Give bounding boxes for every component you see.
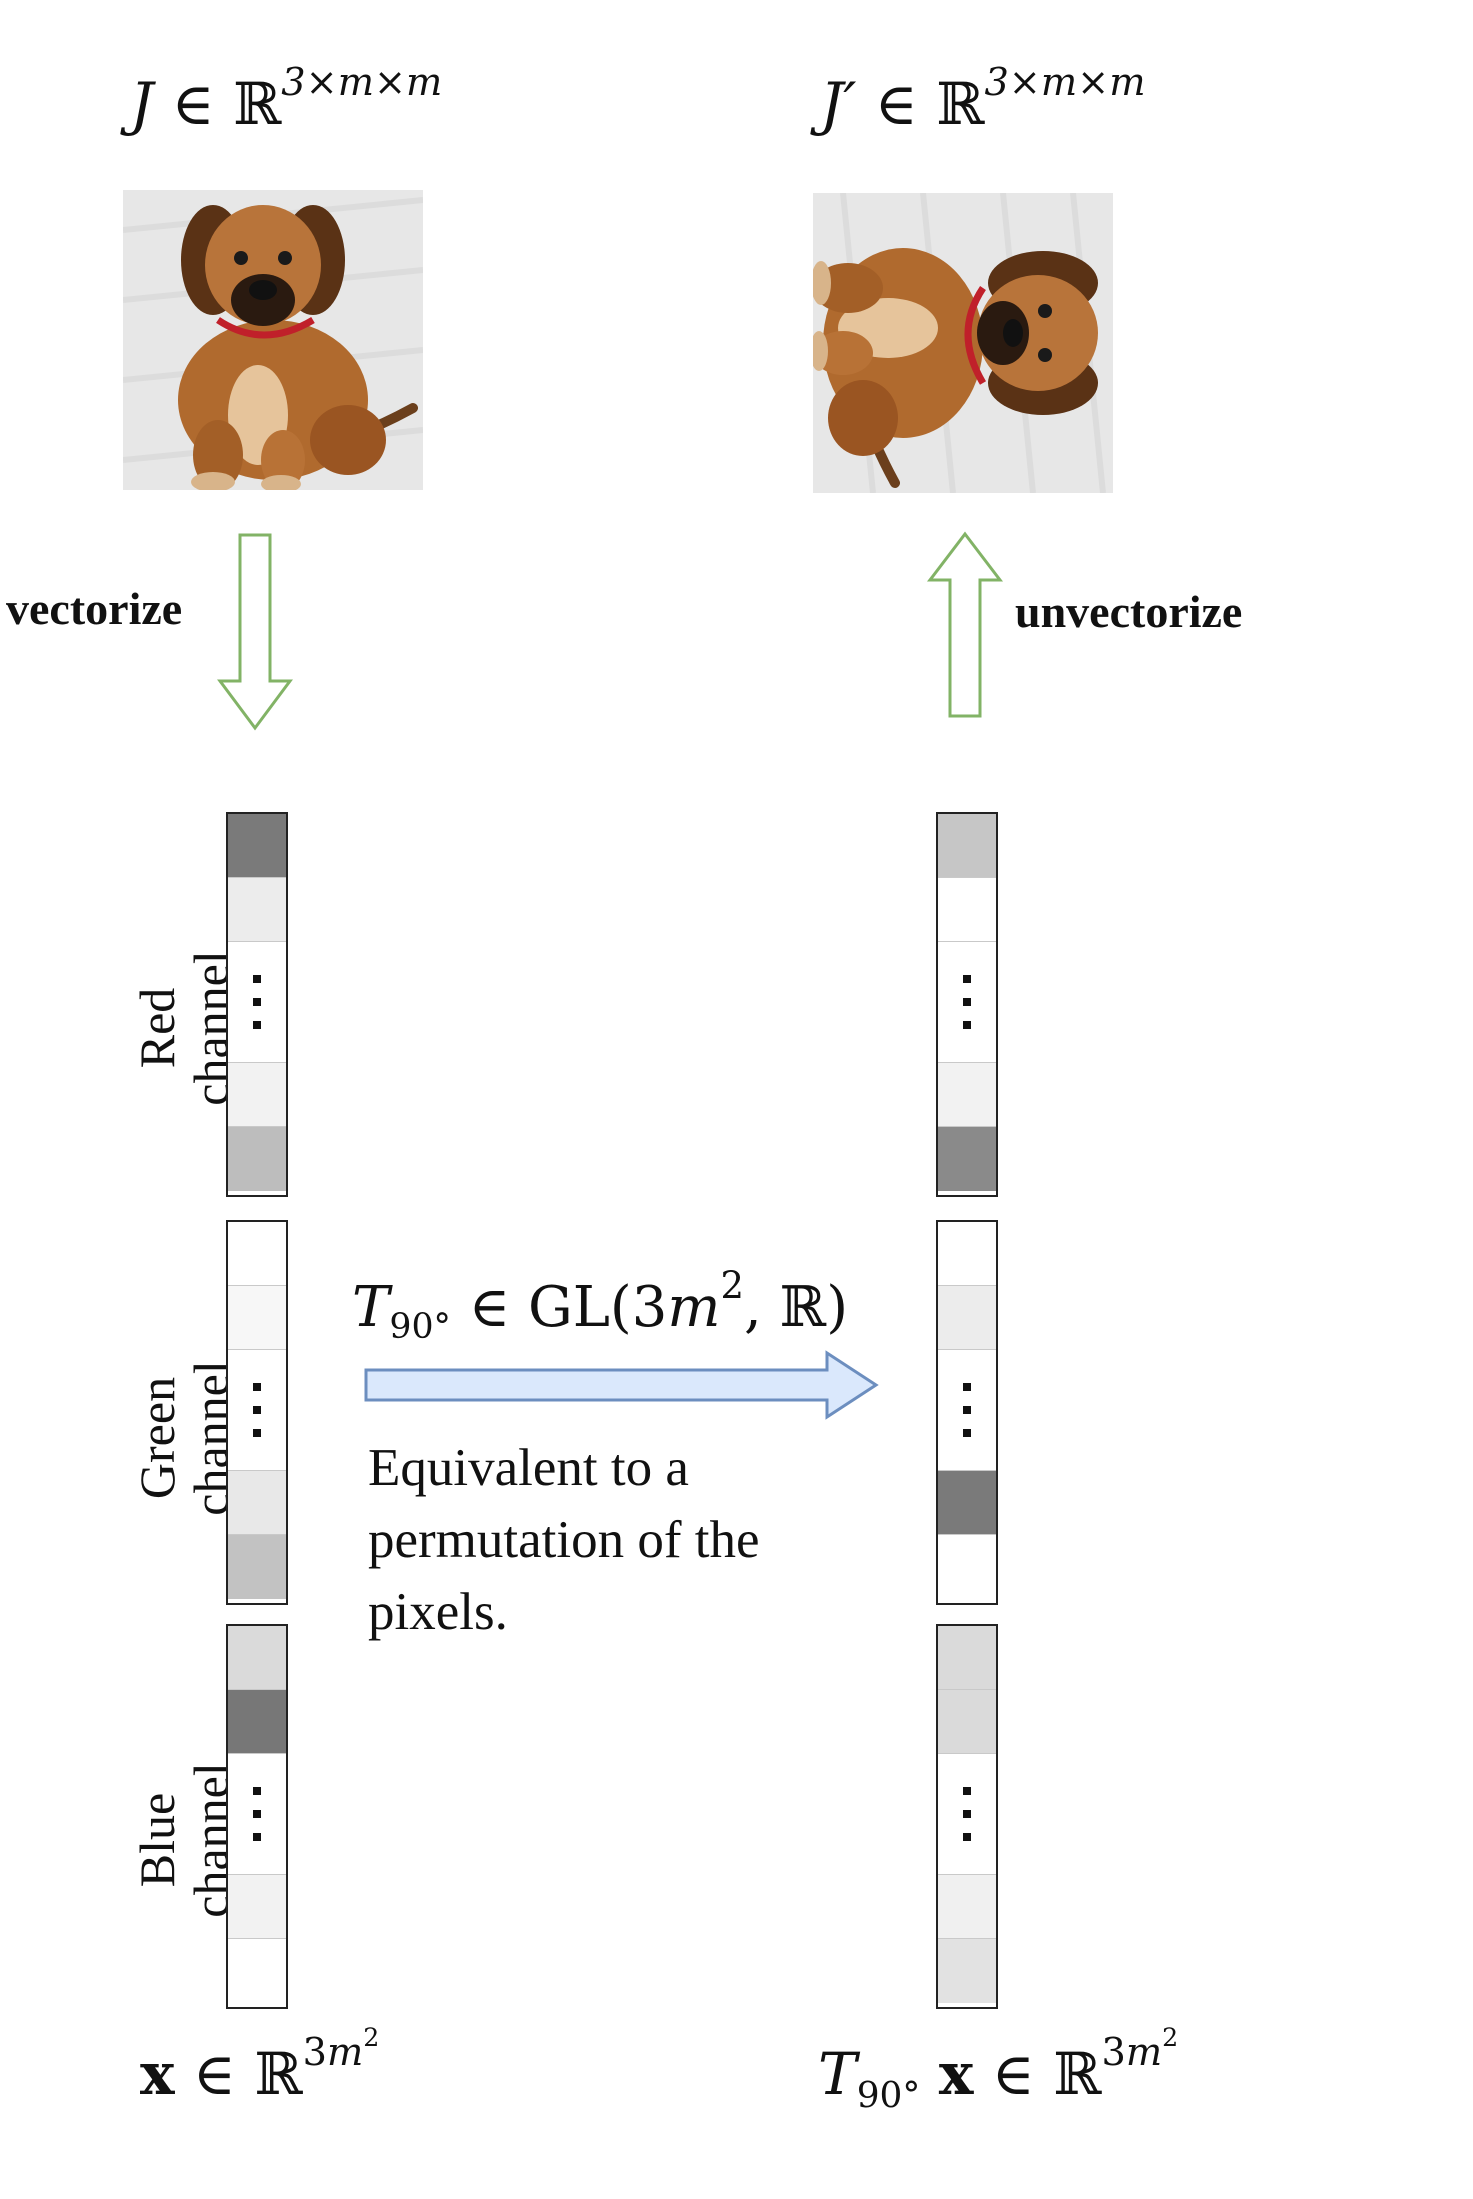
input-image-formula: J ∈ ℝ3×m×m [130,60,442,138]
vector-cell [228,1471,286,1535]
vector-cell [228,1690,286,1754]
green-channel-label-line-1: Green [129,1376,185,1500]
output-image-dims: 3×m×m [984,60,1146,106]
vertical-ellipsis-icon [938,942,996,1062]
vector-cell [938,814,996,878]
description-line-2: permutation of the [368,1511,760,1569]
vertical-ellipsis-icon [228,1754,286,1874]
vector-ellipsis-cell [938,1350,996,1471]
left-red-channel-vector [226,812,288,1197]
element-of-symbol: ∈ [991,2040,1035,2108]
vectorize-arrow-icon [217,533,293,731]
real-field-symbol: ℝ [1053,2040,1102,2108]
general-linear-group: GL [527,1275,610,1340]
vector-dim-exponent: 3m2 [302,2023,380,2076]
vector-x-symbol: x [938,2040,974,2108]
exp-power: 2 [363,2023,380,2053]
transform-subscript: 90° [856,2074,921,2116]
transform-symbol: T [818,2040,857,2108]
exp-variable: m [326,2030,364,2076]
vector-x-formula: x ∈ ℝ3m2 [140,2023,379,2108]
output-image-symbol: J′ [820,70,857,138]
vector-ellipsis-cell [228,942,286,1063]
output-image-formula: J′ ∈ ℝ3×m×m [820,60,1145,138]
left-green-channel-vector [226,1220,288,1605]
exp-power: 2 [1162,2023,1179,2053]
element-of-symbol: ∈ [874,70,918,138]
vector-ellipsis-cell [228,1754,286,1875]
vector-ellipsis-cell [938,942,996,1063]
vertical-ellipsis-icon [228,1350,286,1470]
input-image-dims: 3×m×m [281,60,443,106]
vector-cell [228,1222,286,1286]
vector-cell [938,878,996,942]
dimension-variable: m [667,1275,721,1340]
close-paren: ) [826,1275,849,1340]
transform-symbol: T [352,1275,390,1340]
real-field-symbol: ℝ [254,2040,303,2108]
rotated-puppy-illustration [813,193,1113,493]
transform-subscript: 90° [389,1307,451,1348]
vector-cell [228,1286,286,1350]
left-blue-channel-vector [226,1624,288,2009]
vector-cell [938,1286,996,1350]
right-red-channel-vector [936,812,998,1197]
vector-cell [938,1626,996,1690]
blue-channel-label-line-1: Blue [129,1792,185,1888]
vector-x-symbol: x [140,2040,175,2108]
vector-cell [938,1875,996,1939]
exp-coefficient: 3 [302,2030,327,2076]
permutation-description: Equivalent to a permutation of the pixel… [368,1432,888,1648]
real-field-symbol: ℝ [936,70,985,138]
vector-cell [228,1939,286,2003]
vertical-ellipsis-icon [938,1754,996,1874]
exp-variable: m [1125,2030,1163,2076]
description-line-3: pixels. [368,1583,508,1641]
transform-arrow-icon [364,1350,879,1420]
element-of-symbol: ∈ [193,2040,236,2108]
vector-ellipsis-cell [938,1754,996,1875]
dimension-exponent: 2 [720,1264,745,1308]
exp-coefficient: 3 [1101,2030,1126,2076]
element-of-symbol: ∈ [171,70,215,138]
puppy-illustration [123,190,423,490]
vector-cell [938,1471,996,1535]
output-rotated-puppy-image [813,193,1113,493]
vector-cell [228,1875,286,1939]
vector-cell [938,1939,996,2003]
vectorize-label: vectorize [6,583,183,634]
dimension-coefficient: 3 [631,1275,668,1340]
vector-ellipsis-cell [228,1350,286,1471]
vector-cell [938,1127,996,1191]
open-paren: ( [609,1275,632,1340]
transform-formula: T90° ∈ GL(3m2, ℝ) [352,1264,849,1347]
vector-dim-exponent: 3m2 [1101,2023,1178,2076]
element-of-symbol: ∈ [468,1275,511,1340]
vector-cell [938,1535,996,1599]
red-channel-label-line-1: Red [129,987,185,1069]
real-field-symbol: ℝ [233,70,282,138]
description-line-1: Equivalent to a [368,1439,689,1497]
vector-cell [938,1690,996,1754]
vector-cell [228,1063,286,1127]
vector-cell [228,814,286,878]
vector-cell [228,878,286,942]
transformed-vector-formula: T90° x ∈ ℝ3m2 [818,2023,1178,2115]
unvectorize-label: unvectorize [1015,586,1243,637]
separator: , [744,1275,780,1340]
vector-cell [938,1222,996,1286]
vector-cell [228,1626,286,1690]
input-puppy-image [123,190,423,490]
right-green-channel-vector [936,1220,998,1605]
vector-cell [938,1063,996,1127]
unvectorize-arrow-icon [926,531,1004,718]
input-image-symbol: J [130,70,154,138]
real-field-symbol: ℝ [779,1275,827,1340]
vector-cell [228,1127,286,1191]
vertical-ellipsis-icon [938,1350,996,1470]
vertical-ellipsis-icon [228,942,286,1062]
right-blue-channel-vector [936,1624,998,2009]
vector-cell [228,1535,286,1599]
